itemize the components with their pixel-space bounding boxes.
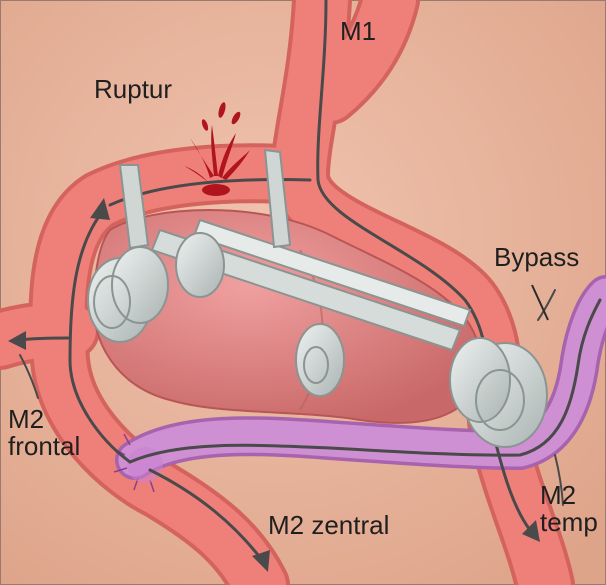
label-m2-temp: M2 temp — [540, 482, 598, 537]
label-m2-frontal: M2 frontal — [8, 406, 80, 461]
label-m2-temp-line1: M2 — [540, 482, 598, 509]
label-m2-frontal-line2: frontal — [8, 433, 80, 460]
label-bypass: Bypass — [494, 244, 579, 271]
label-m2-temp-line2: temp — [540, 509, 598, 536]
label-m1: M1 — [340, 18, 376, 45]
label-m2-frontal-line1: M2 — [8, 406, 80, 433]
label-m2-zentral: M2 zentral — [268, 512, 389, 539]
label-ruptur: Ruptur — [94, 76, 172, 103]
